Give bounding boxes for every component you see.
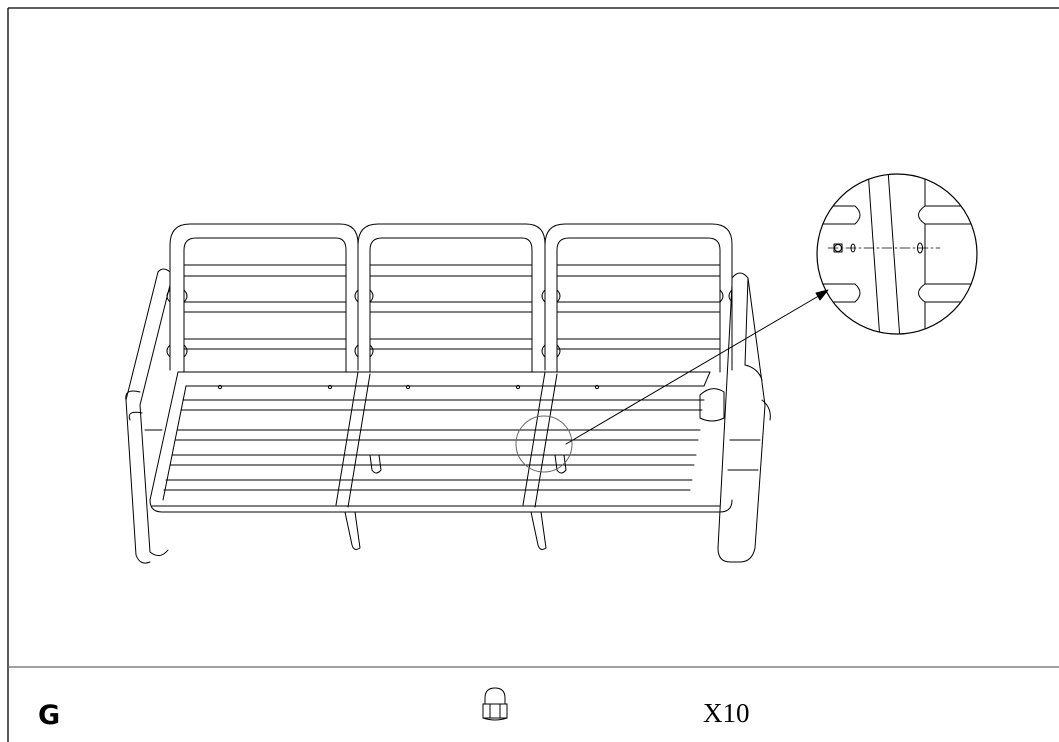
seat-divider-left: [335, 371, 382, 550]
seat-frame: [149, 371, 733, 513]
armrest-left: [125, 268, 171, 564]
detail-zoom-view: [816, 173, 978, 335]
bench-illustration: [125, 173, 978, 564]
seat-divider-right: [522, 371, 567, 550]
backrest-left: [166, 223, 359, 373]
detail-highlight-circle: [515, 415, 573, 473]
backrest-middle: [354, 223, 546, 373]
quantity-label: X10: [703, 698, 750, 728]
leader-arrow: [565, 289, 829, 445]
step-letter: G: [38, 700, 61, 731]
backrest-right: [541, 223, 733, 373]
cap-nut-icon: [482, 687, 508, 721]
page-frame: [7, 7, 1059, 742]
seat-slats: [163, 384, 705, 491]
armrest-right: [699, 272, 771, 563]
